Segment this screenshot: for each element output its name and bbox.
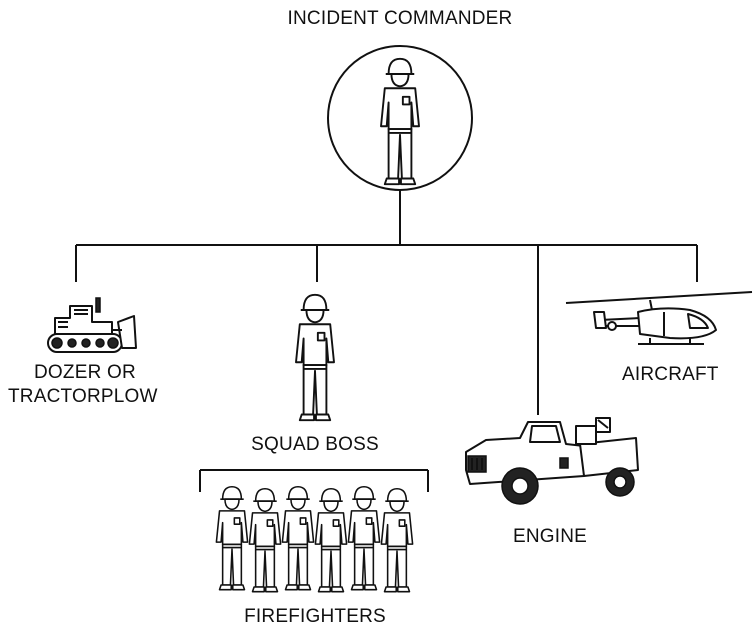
person-icon	[281, 485, 315, 591]
person-icon	[380, 487, 414, 593]
dozer-label-line1: DOZER OR	[34, 362, 136, 383]
person-icon	[347, 485, 381, 591]
dozer-icon	[47, 297, 137, 353]
person-icon	[248, 487, 282, 593]
incident-commander-label: INCIDENT COMMANDER	[287, 8, 513, 29]
engine-label: ENGINE	[512, 526, 588, 547]
firefighters-group	[215, 485, 414, 593]
person-icon	[215, 485, 249, 591]
connector-lines	[75, 190, 698, 492]
helicopter-icon	[565, 291, 753, 345]
engine-truck-icon	[465, 417, 639, 505]
person-icon	[295, 293, 335, 422]
incident-commander-node	[327, 45, 473, 191]
person-icon	[314, 487, 348, 593]
aircraft-label: AIRCRAFT	[622, 364, 719, 385]
squad-boss-label: SQUAD BOSS	[251, 434, 379, 455]
firefighters-label: FIREFIGHTERS	[244, 606, 386, 627]
dozer-label-line2: TRACTORPLOW	[8, 386, 158, 407]
